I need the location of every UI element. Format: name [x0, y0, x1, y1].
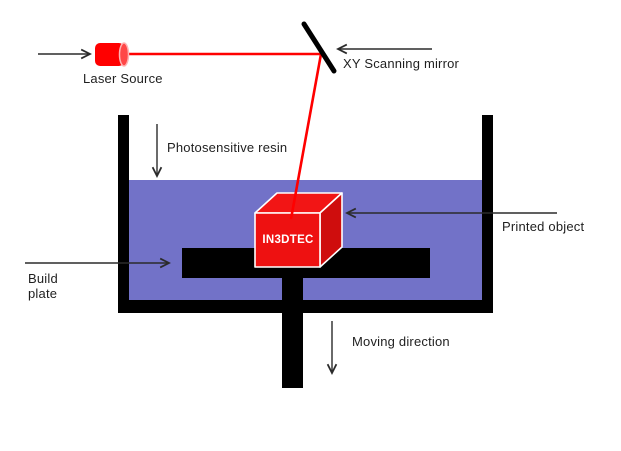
tank-bottom-wall	[118, 300, 493, 313]
printed-object-brand-text: IN3DTEC	[262, 234, 313, 246]
printed-object-label: Printed object	[502, 219, 585, 234]
scanning-mirror-label: XY Scanning mirror	[343, 56, 460, 71]
build-plate-stem	[282, 278, 303, 388]
laser-source-lens	[118, 42, 130, 67]
tank-right-wall	[482, 115, 493, 313]
printed-object-cube	[254, 192, 343, 268]
build-plate-label: Build plate	[28, 271, 58, 302]
cube-front-face	[254, 212, 321, 268]
laser-source-body	[95, 43, 124, 66]
tank-left-wall	[118, 115, 129, 313]
laser-source-icon	[95, 42, 130, 67]
moving-direction-label: Moving direction	[352, 334, 450, 349]
photosensitive-resin-label: Photosensitive resin	[167, 140, 288, 155]
scanning-mirror	[301, 21, 337, 74]
laser-source-label: Laser Source	[83, 71, 163, 86]
laser-beam-reflected	[289, 53, 323, 220]
